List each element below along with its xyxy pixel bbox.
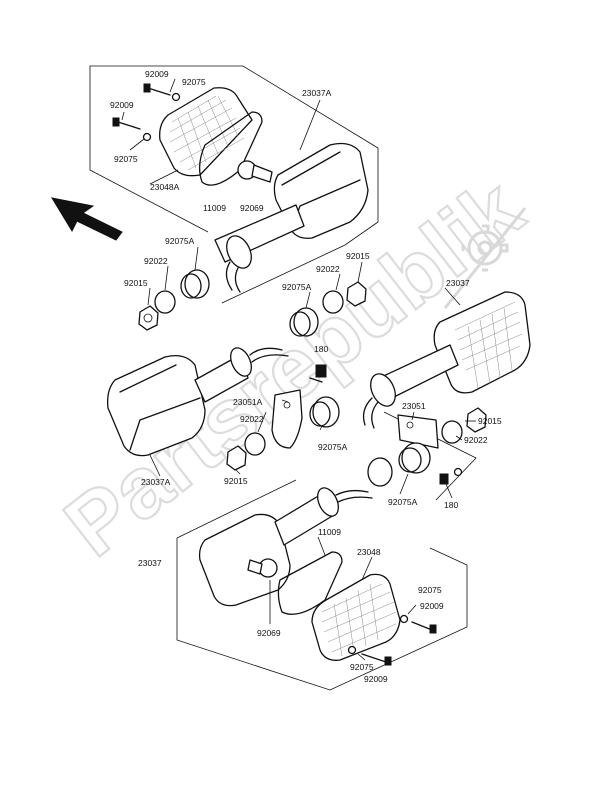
- upper-turn-signal-assembly: [112, 83, 369, 337]
- lower-group-frame: [176, 479, 468, 691]
- label-92022-right: 92022: [464, 435, 488, 445]
- label-92009-bottom: 92009: [364, 674, 388, 684]
- washer-92022-upper-right: [322, 290, 344, 314]
- screw-92009-a: [143, 83, 181, 102]
- grommet-92075A-middle: [309, 396, 340, 428]
- nut-92015-middle: [226, 445, 247, 471]
- grommet-92075A-right: [398, 442, 431, 474]
- right-turn-signal-assembly: [362, 291, 531, 487]
- label-11009-lower: 11009: [318, 527, 341, 537]
- label-92075-top: 92075: [182, 77, 206, 87]
- label-23037-lower: 23037: [138, 558, 162, 568]
- front-direction-arrow-icon: [50, 197, 123, 241]
- left-turn-signal-assembly: [107, 347, 340, 471]
- housing-23037A: [214, 142, 369, 293]
- screw-92009-lower-b: [347, 645, 392, 666]
- nut-92015-upper: [138, 305, 159, 331]
- label-92075A-upper-right: 92075A: [282, 282, 312, 292]
- label-92015-upper-right: 92015: [346, 251, 370, 261]
- part-labels: 92009 92075 92009 92075 23048A 23037A 11…: [110, 69, 502, 684]
- housing-23037-lower: [198, 513, 291, 607]
- label-92075-lower: 92075: [418, 585, 442, 595]
- label-92075A-middle: 92075A: [318, 442, 348, 452]
- label-23037A-left: 23037A: [141, 477, 171, 487]
- gasket-11009: [198, 111, 263, 186]
- label-180-right: 180: [444, 500, 458, 510]
- label-23037A-top: 23037A: [302, 88, 332, 98]
- label-92075A-right: 92075A: [388, 497, 418, 507]
- label-92022-upper: 92022: [144, 256, 168, 266]
- washer-92022-middle: [244, 432, 266, 456]
- label-92009-mid: 92009: [110, 100, 134, 110]
- label-92009-top: 92009: [145, 69, 169, 79]
- bolt-180-middle: [309, 364, 327, 383]
- label-92009-lower: 92009: [420, 601, 444, 611]
- label-92069-top: 92069: [240, 203, 264, 213]
- grommet-92075A-right-2: [367, 457, 393, 487]
- lower-turn-signal-assembly: [198, 487, 437, 666]
- housing-23037: [433, 291, 531, 394]
- nut-92015-right: [466, 407, 487, 433]
- label-92069-lower: 92069: [257, 628, 281, 638]
- label-92015-middle: 92015: [224, 476, 248, 486]
- label-92015-right: 92015: [478, 416, 502, 426]
- bulb-92069-lower: [247, 558, 278, 578]
- lens-23048A: [159, 87, 253, 177]
- label-23037-right: 23037: [446, 278, 470, 288]
- screw-180-right: [439, 467, 463, 485]
- label-92075A-upper: 92075A: [165, 236, 195, 246]
- watermark-gear-icon: [443, 207, 527, 309]
- screw-92009-b: [112, 117, 152, 142]
- lens-23048: [311, 573, 401, 661]
- screw-92009-lower-a: [399, 614, 437, 634]
- housing-23037A-left: [107, 354, 206, 457]
- label-92022-middle: 92022: [240, 414, 264, 424]
- washer-92022-right: [441, 420, 463, 444]
- bracket-23051A: [271, 389, 303, 449]
- label-23051: 23051: [402, 401, 426, 411]
- label-92075-mid: 92075: [114, 154, 138, 164]
- label-23048A: 23048A: [150, 182, 180, 192]
- label-180-middle: 180: [314, 344, 328, 354]
- washer-92022-upper: [154, 290, 176, 314]
- bulb-92069: [237, 160, 273, 183]
- gasket-11009-lower: [277, 551, 343, 615]
- bracket-23051: [397, 414, 439, 449]
- label-92015-upper: 92015: [124, 278, 148, 288]
- label-92022-upper-right: 92022: [316, 264, 340, 274]
- leader-lines: [121, 78, 476, 661]
- grommet-92075A-upper-right: [289, 307, 319, 337]
- label-92075-bottom: 92075: [350, 662, 374, 672]
- label-23051A: 23051A: [233, 397, 263, 407]
- upper-group-frame: [89, 65, 379, 304]
- grommet-92075A-upper: [180, 269, 210, 299]
- label-23048: 23048: [357, 547, 381, 557]
- label-11009-top: 11009: [203, 203, 226, 213]
